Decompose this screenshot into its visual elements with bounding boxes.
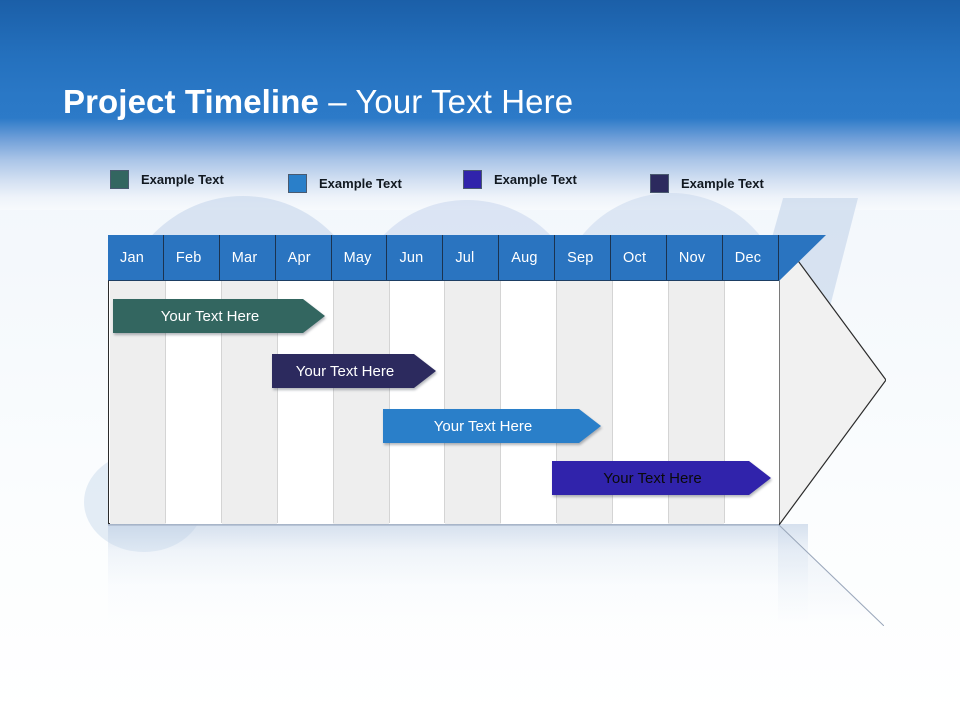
legend-color-swatch [463, 170, 482, 189]
month-header-jan[interactable]: Jan [108, 235, 164, 281]
column-separator [164, 236, 166, 523]
floor-reflection [108, 524, 808, 628]
task-bar[interactable]: Your Text Here [383, 409, 601, 443]
legend-item-label: Example Text [494, 172, 577, 187]
month-label: Mar [231, 250, 258, 266]
floor-reflection-edge [108, 523, 780, 526]
task-bar-shaft [383, 409, 579, 443]
task-bar-shaft [272, 354, 414, 388]
month-label: Jan [120, 250, 144, 266]
task-bar-arrow-tip [749, 461, 771, 495]
month-header-sep[interactable]: Sep [555, 235, 612, 281]
column-separator [668, 236, 669, 523]
legend-item[interactable]: Example Text [288, 174, 402, 193]
legend-color-swatch [110, 170, 129, 189]
task-bar-arrow-tip [303, 299, 325, 333]
task-bar-arrow-tip [579, 409, 601, 443]
month-header-apr[interactable]: Apr [275, 235, 332, 281]
month-header-nov[interactable]: Nov [666, 235, 723, 281]
month-header-aug[interactable]: Aug [499, 235, 556, 281]
legend-item[interactable]: Example Text [110, 170, 224, 189]
legend-color-swatch [288, 174, 307, 193]
floor-reflection-outline [778, 524, 884, 626]
month-label: Sep [567, 250, 594, 266]
task-bar[interactable]: Your Text Here [552, 461, 771, 495]
task-bar-shaft [552, 461, 749, 495]
task-bar[interactable]: Your Text Here [272, 354, 436, 388]
timeline-arrow-head [779, 234, 886, 525]
month-label: Oct [623, 250, 647, 266]
legend: Example Text Example Text Example Text Exam… [0, 168, 960, 198]
legend-item-label: Example Text [319, 176, 402, 191]
column-separator [556, 236, 558, 523]
column-separator [444, 236, 446, 523]
task-bar-label: Your Text Here [603, 469, 702, 487]
month-label: Nov [678, 250, 706, 266]
column-separator [220, 236, 222, 523]
banner-gradient-fade [0, 118, 960, 210]
month-label: May [343, 250, 372, 266]
legend-item-label: Example Text [141, 172, 224, 187]
month-header-jul[interactable]: Jul [443, 235, 500, 281]
title-banner [0, 0, 960, 122]
month-label: Aug [511, 250, 538, 266]
timeline-column [444, 237, 501, 524]
month-header-feb[interactable]: Feb [163, 235, 220, 281]
task-bar-arrow-tip [414, 354, 436, 388]
month-header-jun[interactable]: Jun [387, 235, 444, 281]
page-title-rest: – Your Text Here [318, 83, 574, 121]
month-header-oct[interactable]: Oct [611, 235, 667, 281]
task-bar-label: Your Text Here [295, 362, 395, 380]
task-bar-label: Your Text Here [433, 417, 533, 435]
page-title: Project Timeline – Your Text Here [63, 80, 573, 124]
month-label: Jul [455, 250, 475, 266]
task-bar[interactable]: Your Text Here [113, 299, 325, 333]
month-label: Feb [175, 250, 202, 266]
timeline-column [110, 237, 166, 524]
month-header-underline [108, 280, 779, 282]
timeline-column [500, 237, 557, 524]
legend-item-label: Example Text [681, 176, 764, 191]
timeline-column [165, 237, 222, 524]
legend-item[interactable]: Example Text [650, 174, 764, 193]
legend-item[interactable]: Example Text [463, 170, 577, 189]
column-separator [500, 236, 502, 523]
month-header-mar[interactable]: Mar [219, 235, 276, 281]
month-label: Jun [399, 250, 424, 266]
month-header-may[interactable]: May [331, 235, 388, 281]
page-title-bold: Project Timeline [63, 83, 319, 121]
month-label: Dec [734, 250, 762, 266]
timeline-chart: Jan Feb Mar Apr May Jun Jul Aug Sep Oct Nov Dec You… [108, 234, 886, 526]
column-separator [723, 236, 725, 523]
column-separator [612, 236, 614, 523]
month-header-dec[interactable]: Dec [722, 235, 779, 281]
legend-color-swatch [650, 174, 669, 193]
month-label: Apr [287, 250, 311, 266]
timeline-column [221, 237, 278, 524]
task-bar-shaft [113, 299, 303, 333]
task-bar-label: Your Text Here [160, 307, 260, 325]
month-header-row: Jan Feb Mar Apr May Jun Jul Aug Sep Oct Nov Dec [108, 235, 779, 281]
